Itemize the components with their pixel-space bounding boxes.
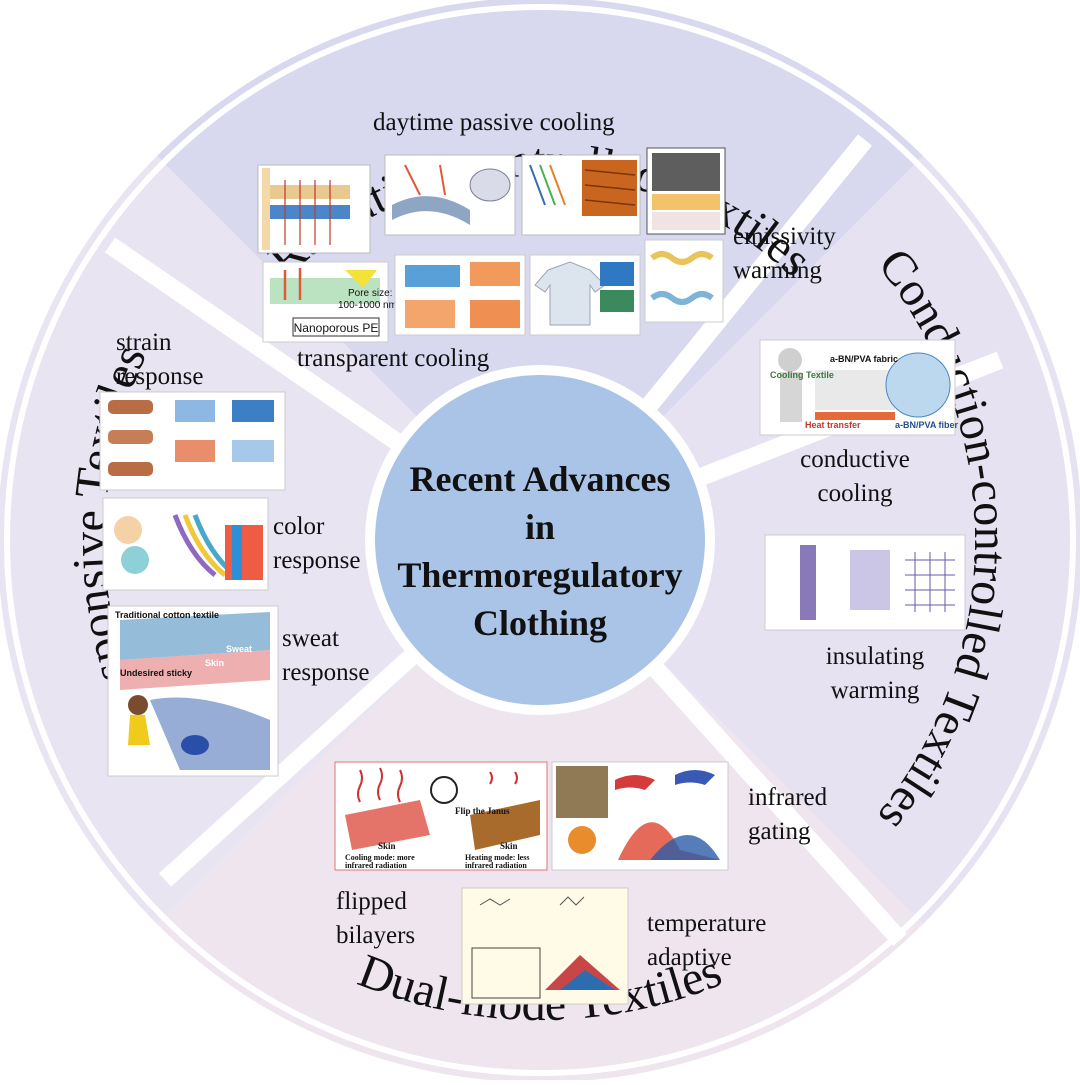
figure-radiative-layers — [257, 164, 371, 254]
label-strain: strain — [116, 329, 172, 356]
label-insulating: insulating — [825, 643, 925, 670]
center-title-line1: Recent Advances — [409, 459, 671, 499]
label-conductive: conductive — [800, 446, 910, 473]
bn-pva-fiber-label: a-BN/PVA fiber — [895, 420, 959, 430]
center-disc — [375, 375, 705, 705]
label-sweat: sweat — [282, 625, 339, 652]
bn-pva-fabric-label: a-BN/PVA fabric — [830, 354, 898, 364]
heating-mode-label-2: infrared radiation — [465, 861, 527, 870]
figure-temperature-adaptive — [461, 887, 629, 1005]
label-infrared: infrared — [748, 784, 828, 811]
figure-nanoporous-pe: Nanoporous PE Pore size: 100-1000 nm — [262, 261, 397, 343]
sweat-tag-label: Sweat — [226, 644, 252, 654]
cooling-textile-label: Cooling Textile — [770, 370, 834, 380]
outer-border — [4, 4, 1076, 1076]
center-title-line4: Clothing — [472, 603, 608, 643]
label-response-3: response — [282, 659, 370, 686]
label-response-2: response — [273, 547, 361, 574]
label-transparent-cooling: transparent cooling — [297, 345, 490, 372]
figure-infrared-gating — [551, 761, 729, 871]
figure-spinning — [764, 534, 966, 631]
figure-zno-textile — [384, 154, 516, 236]
traditional-cotton-label: Traditional cotton textile — [115, 610, 219, 620]
label-emissivity: emissivity — [733, 223, 836, 250]
figure-reflective-fabric — [646, 147, 726, 235]
center-title: Recent Advances in Thermoregulatory Clot… — [380, 455, 700, 647]
label-warming-1: warming — [733, 257, 822, 284]
label-temperature: temperature — [647, 910, 767, 937]
figure-strain-response — [99, 391, 286, 491]
label-flipped: flipped — [336, 888, 407, 915]
heating-mode-label: Heating mode: less — [465, 853, 529, 862]
pore-range-label: 100-1000 nm — [338, 300, 397, 311]
center-title-line2: in — [524, 507, 556, 547]
heat-transfer-label: Heat transfer — [805, 420, 861, 430]
center-title-line3: Thermoregulatory — [397, 555, 683, 595]
label-response-1: response — [116, 363, 204, 390]
label-daytime-passive-cooling: daytime passive cooling — [373, 109, 615, 136]
skin-label-b: Skin — [500, 841, 518, 851]
figure-emissivity — [644, 239, 724, 323]
label-cooling: cooling — [817, 480, 893, 507]
cooling-mode-label-2: infrared radiation — [345, 861, 407, 870]
figure-transparent-layers — [394, 254, 526, 336]
pore-size-label: Pore size: — [348, 288, 392, 299]
flip-janus-label: Flip the Janus — [455, 806, 510, 816]
figure-sweat-response: Traditional cotton textile Undesired sti… — [107, 605, 279, 777]
figure-janus-flip: Skin Skin Flip the Janus Cooling mode: m… — [334, 761, 548, 871]
label-bilayers: bilayers — [336, 922, 416, 949]
label-warming-2: warming — [830, 677, 920, 704]
label-color: color — [273, 513, 325, 540]
figure-bn-pva: Cooling Textile a-BN/PVA fabric Heat tra… — [759, 339, 959, 436]
figure-nanoporous-silk — [521, 154, 641, 236]
cooling-mode-label: Cooling mode: more — [345, 853, 415, 862]
nanoporous-pe-label: Nanoporous PE — [294, 321, 379, 335]
label-adaptive: adaptive — [647, 944, 732, 971]
undesired-sticky-label: Undesired sticky — [120, 668, 192, 678]
skin-tag-label: Skin — [205, 658, 224, 668]
figure-transparent-shirt — [529, 254, 641, 336]
figure-color-response — [102, 497, 269, 591]
skin-label-a: Skin — [378, 841, 396, 851]
label-gating: gating — [748, 818, 811, 845]
